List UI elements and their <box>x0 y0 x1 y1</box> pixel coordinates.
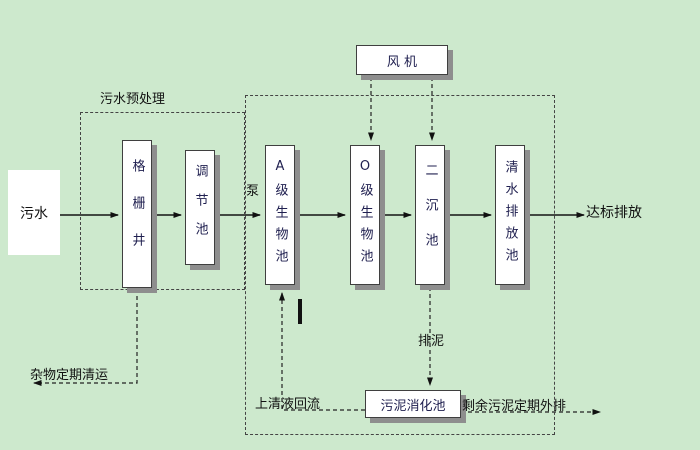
node-grid-well: 格栅井 <box>122 140 152 288</box>
node-clear-water-tank-label: 清水排放池 <box>502 160 518 270</box>
node-fan: 风 机 <box>356 45 448 75</box>
node-sludge-digestion-tank: 污泥消化池 <box>365 390 461 418</box>
node-clear-water-tank: 清水排放池 <box>495 145 525 285</box>
pretreatment-group-box <box>80 112 245 290</box>
main-treatment-group-box <box>245 95 555 435</box>
label-effluent: 达标排放 <box>586 205 642 221</box>
node-grid-well-label: 格栅井 <box>129 158 145 270</box>
node-influent: 污水 <box>8 170 60 255</box>
node-a-bio-tank-label: A级生物池 <box>272 159 288 271</box>
dashed-debris-removal <box>33 289 138 386</box>
node-sludge-digestion-label: 污泥消化池 <box>380 398 446 414</box>
node-a-bio-tank: A级生物池 <box>265 145 295 285</box>
label-excess-sludge-out: 剩余污泥定期外排 <box>462 399 567 414</box>
node-regulating-tank: 调节池 <box>185 150 215 265</box>
node-o-bio-tank: O级生物池 <box>350 145 380 285</box>
node-regulating-tank-label: 调节池 <box>192 164 208 251</box>
label-debris-removal: 杂物定期清运 <box>30 368 109 383</box>
dashed-supernatant-return <box>279 292 365 411</box>
node-secondary-clarifier: 二沉池 <box>415 145 445 285</box>
label-supernatant-return: 上清液回流 <box>255 397 321 412</box>
node-secondary-clarifier-label: 二沉池 <box>422 162 438 268</box>
tick-mark <box>298 299 302 324</box>
label-sludge-discharge: 排泥 <box>418 334 445 349</box>
node-o-bio-tank-label: O级生物池 <box>357 159 373 271</box>
label-pretreatment-group: 污水预处理 <box>100 92 166 107</box>
node-influent-label: 污水 <box>20 205 48 222</box>
node-fan-label: 风 机 <box>386 54 418 70</box>
label-pump: 泵 <box>246 184 260 199</box>
